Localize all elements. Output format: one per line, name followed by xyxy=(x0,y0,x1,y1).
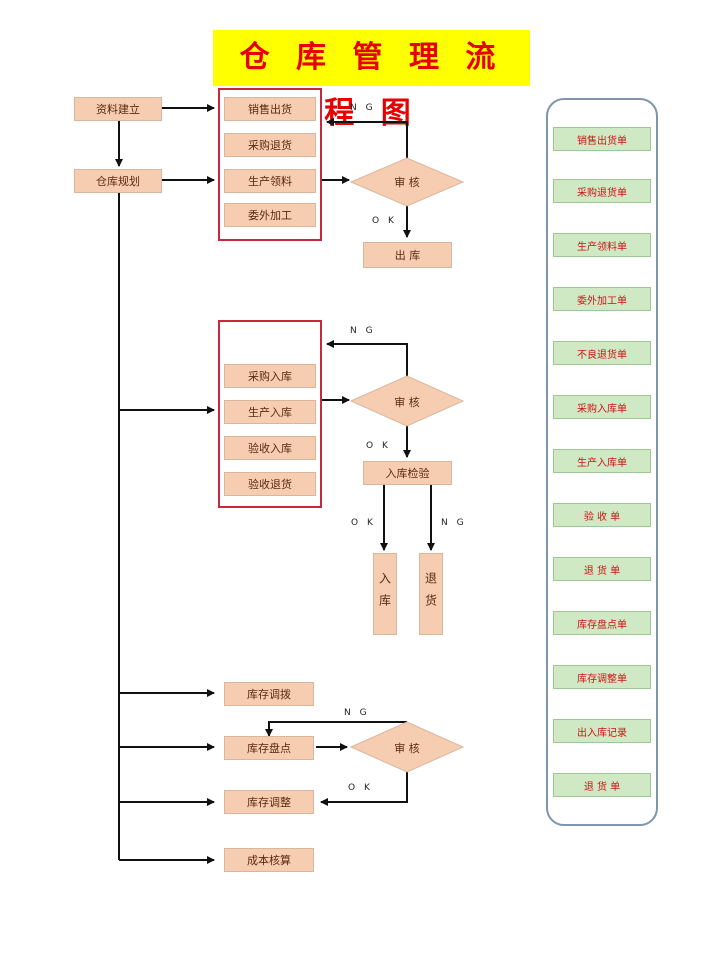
audit-diamond-1 xyxy=(349,157,465,207)
group2-ng-label: N G xyxy=(350,326,376,336)
group1-item-production-pick: 生产领料 xyxy=(224,169,316,193)
inbound-group xyxy=(218,320,322,508)
group1-item-purchase-return: 采购退货 xyxy=(224,133,316,157)
outbound-group xyxy=(218,88,322,241)
group2-item-inspect-return: 验收退货 xyxy=(224,472,316,496)
doc-item: 销售出货单 xyxy=(553,127,651,151)
doc-item: 库存盘点单 xyxy=(553,611,651,635)
document-panel xyxy=(546,98,658,826)
doc-item: 采购入库单 xyxy=(553,395,651,419)
group1-audit-label: 审 核 xyxy=(394,176,420,189)
audit-diamond-3 xyxy=(349,721,465,773)
cost-accounting-node: 成本核算 xyxy=(224,848,314,872)
stock-adjust-node: 库存调整 xyxy=(224,790,314,814)
stock-count-node: 库存盘点 xyxy=(224,736,314,760)
doc-item: 退 货 单 xyxy=(553,557,651,581)
group1-item-sales-out: 销售出货 xyxy=(224,97,316,121)
outbound-result-node: 出 库 xyxy=(363,242,452,268)
doc-item: 出入库记录 xyxy=(553,719,651,743)
doc-item: 库存调整单 xyxy=(553,665,651,689)
group1-ng-label: N G xyxy=(350,103,376,113)
group3-audit-label: 审 核 xyxy=(394,742,420,755)
page-title: 仓 库 管 理 流 程 图 xyxy=(213,30,530,131)
doc-item: 不良退货单 xyxy=(553,341,651,365)
group1-ok-label: O K xyxy=(372,216,397,226)
inbound-inspection-node: 入库检验 xyxy=(363,461,452,485)
group3-ok-label: O K xyxy=(348,783,373,793)
warehouse-plan-node: 仓库规划 xyxy=(74,169,162,193)
doc-item: 生产领料单 xyxy=(553,233,651,257)
stock-transfer-node: 库存调拨 xyxy=(224,682,314,706)
doc-item: 生产入库单 xyxy=(553,449,651,473)
material-setup-node: 资料建立 xyxy=(74,97,162,121)
in-stock-node: 入库 xyxy=(373,553,397,635)
group1-item-outsource: 委外加工 xyxy=(224,203,316,227)
inspect-ng-label: N G xyxy=(441,518,467,528)
doc-item: 验 收 单 xyxy=(553,503,651,527)
group2-audit-label: 审 核 xyxy=(394,396,420,409)
group2-item-inspect-in: 验收入库 xyxy=(224,436,316,460)
doc-item: 委外加工单 xyxy=(553,287,651,311)
inspect-ok-label: O K xyxy=(351,518,376,528)
group2-ok-label: O K xyxy=(366,441,391,451)
audit-diamond-2 xyxy=(349,375,465,427)
group2-item-production-in: 生产入库 xyxy=(224,400,316,424)
group2-item-purchase-in: 采购入库 xyxy=(224,364,316,388)
return-goods-node: 退货 xyxy=(419,553,443,635)
group3-ng-label: N G xyxy=(344,708,370,718)
doc-item: 采购退货单 xyxy=(553,179,651,203)
doc-item: 退 货 单 xyxy=(553,773,651,797)
